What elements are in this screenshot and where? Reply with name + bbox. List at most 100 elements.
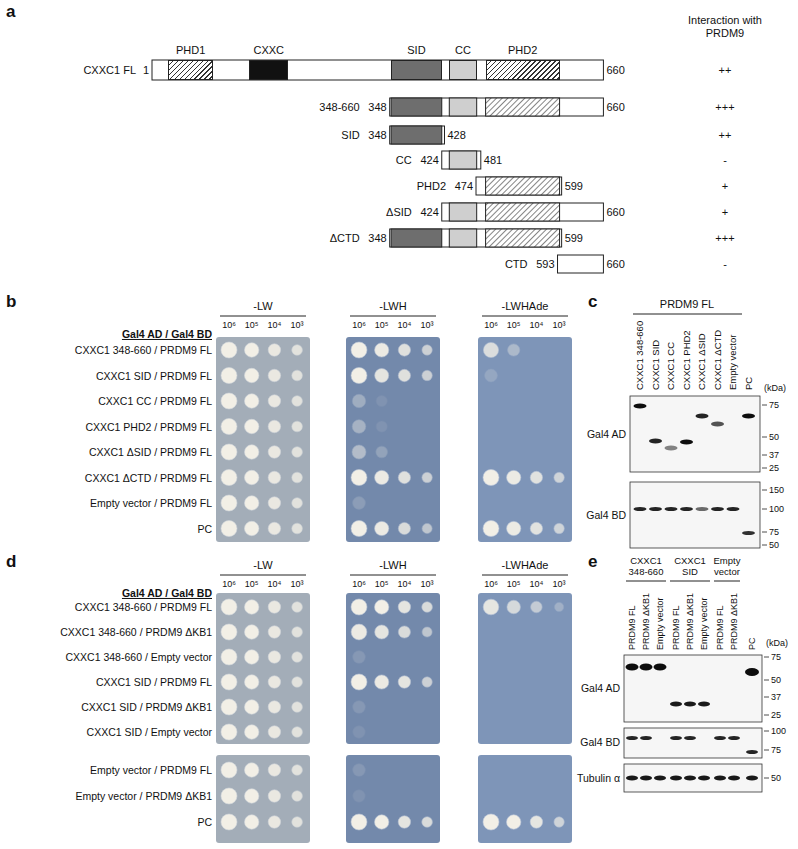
blot-membrane [630,396,760,472]
dilution-label: 10⁵ [507,320,521,330]
marker-size: 75 [769,400,779,410]
interaction-score: ++ [719,129,732,142]
header-rule [482,575,568,576]
residue-number: 424 [420,206,438,219]
yeast-spot [221,368,237,384]
yeast-spot [351,674,367,690]
yeast-spot [268,420,280,432]
blot-membrane [624,655,762,722]
dilution-label: 10⁴ [397,579,411,589]
row-label: CXXC1 ΔCTD / PRDM9 FL [85,471,212,483]
yeast-spot [245,789,259,803]
yeast-spot [221,814,237,830]
yeast-spot [422,817,433,828]
domain-box [486,203,560,221]
yeast-spot [376,446,388,458]
protein-band [745,668,759,676]
row-label: CXXC1 SID / PRDM9 FL [96,676,212,688]
yeast-spot [268,790,280,802]
yeast-spot [353,497,366,510]
yeast-spot [292,345,303,356]
yeast-spot [292,396,303,407]
yeast-spot [245,419,259,433]
yeast-spot [507,815,521,829]
group-heading: CXXC1 SID [668,556,712,578]
domain-box [449,203,476,221]
domain-box: SID [391,60,442,80]
blot-membrane [624,728,762,758]
yeast-spot [353,726,365,738]
group-rule [714,581,740,582]
yeast-spot [351,599,367,615]
yeast-spot [221,724,237,740]
yeast-spot [268,522,280,534]
yeast-spot [268,816,280,828]
blot-membrane [624,764,762,792]
yeast-spot [268,395,280,407]
protein-band [742,414,755,419]
group-rule [670,581,710,582]
yeast-spot [292,602,303,613]
domain-box [449,151,476,169]
yeast-spot [245,496,259,510]
yeast-spot [398,369,410,381]
protein-band [742,531,755,535]
protein-band [698,776,710,781]
yeast-spot [422,523,432,533]
row-label: CXXC1 CC / PRDM9 FL [98,395,212,407]
yeast-spot [221,495,237,511]
protein-band [665,507,678,511]
protein-band [670,776,682,781]
yeast-spot [245,650,259,664]
yeast-spot [268,626,280,638]
yeast-spot [221,788,237,804]
yeast-spot [375,521,389,535]
row-label: Empty vector / PRDM9 ΔKB1 [75,790,212,802]
yeast-spot [398,344,410,356]
yeast-spot [268,764,280,776]
dilution-label: 10³ [291,579,304,589]
dilution-label: 10⁶ [352,579,366,589]
protein-band [680,507,693,511]
dilution-label: 10³ [421,320,434,330]
row-label: CXXC1 SID / PRDM9 ΔKB1 [81,701,212,713]
yeast-spot [245,368,259,382]
dilution-label: 10⁶ [222,320,236,330]
yeast-spot [351,814,367,830]
medium-label: -LWHAde [502,559,549,572]
domain-box [391,98,442,116]
yeast-spot [375,368,389,382]
yeast-spot [353,790,365,802]
construct-name: SID [341,129,359,142]
dilution-label: 10⁶ [352,320,366,330]
header-rule [482,316,568,317]
residue-number: 348 [368,129,386,142]
residue-number: 424 [420,154,438,167]
yeast-spot [292,472,303,483]
yeast-spot [398,676,410,688]
panel-letter: d [6,552,16,572]
medium-label: -LW [253,559,272,572]
protein-band [727,507,740,511]
protein-band [728,776,740,781]
residue-number: 1 [143,64,149,77]
marker-tick [762,437,767,438]
agar-plate [216,337,310,542]
lane-label: PRDM9 FL [715,605,725,650]
yeast-spot [245,470,259,484]
marker-tick [762,468,767,469]
yeast-spot [221,470,237,486]
yeast-spot [507,521,521,535]
agar-plate [346,593,440,744]
protein-band [626,664,639,671]
marker-tick [764,715,769,716]
domain-name: PHD1 [176,44,205,57]
yeast-spot [375,815,389,829]
medium-label: -LW [253,300,272,313]
construct-name: PHD2 [417,180,446,193]
protein-band [698,702,710,707]
marker-tick [764,731,769,732]
marker-size: 150 [769,485,784,495]
yeast-spot [483,814,499,830]
